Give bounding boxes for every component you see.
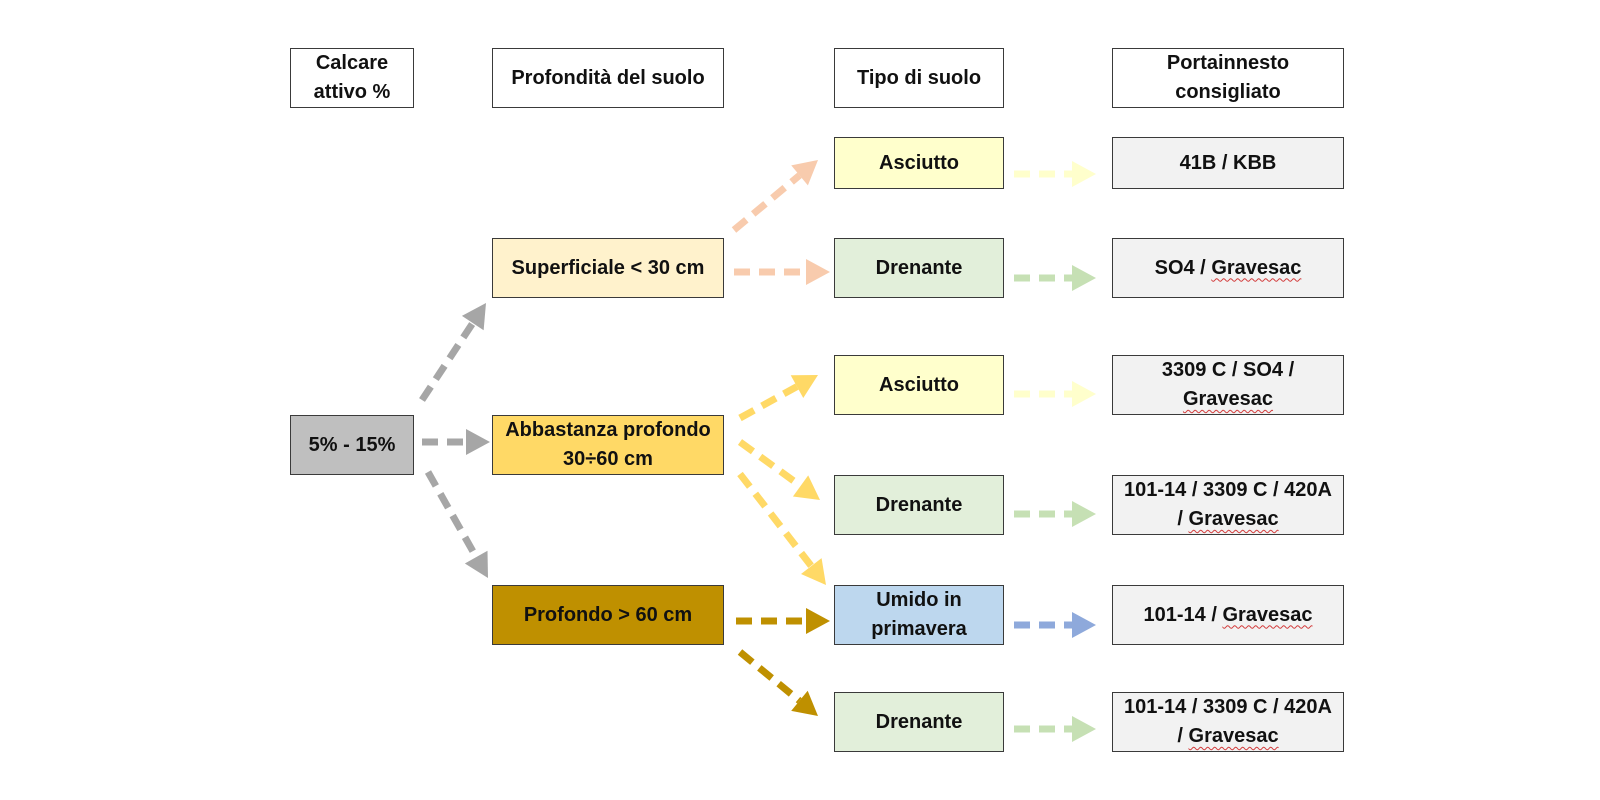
rootstock-1-text: 41B / KBB <box>1179 151 1277 174</box>
arrow-asciutto2-to-rootstock <box>1014 381 1096 407</box>
rootstock-6-text: 101-14 / 3309 C / 420A / <box>1124 696 1332 747</box>
soil-asciutto-1-text: Asciutto <box>879 151 959 174</box>
soil-asciutto-1-box: Asciutto <box>834 137 1004 189</box>
depth-superficiale-text: Superficiale < 30 cm <box>511 256 705 279</box>
rootstock-2-gravesac: Gravesac <box>1211 256 1302 279</box>
soil-drenante-3-text: Drenante <box>875 710 963 733</box>
soil-asciutto-2-box: Asciutto <box>834 355 1004 415</box>
rootstock-6-gravesac: Gravesac <box>1188 725 1279 747</box>
depth-profondo-box: Profondo > 60 cm <box>492 585 724 645</box>
arrow-calcare-to-abbastanza <box>422 429 490 455</box>
rootstock-5-box: 101-14 / Gravesac <box>1112 585 1344 645</box>
soil-drenante-2-box: Drenante <box>834 475 1004 535</box>
soil-drenante-1-text: Drenante <box>875 256 963 279</box>
arrow-calcare-to-profondo <box>424 470 488 578</box>
soil-drenante-1-box: Drenante <box>834 238 1004 298</box>
header-calcare-text: Calcare attivo % <box>313 52 391 103</box>
arrow-superficiale-to-drenante <box>734 259 830 285</box>
header-tipo-suolo: Tipo di suolo <box>834 48 1004 108</box>
header-portainnesto-text: Portainnesto consigliato <box>1166 52 1290 103</box>
soil-drenante-2-text: Drenante <box>875 493 963 516</box>
rootstock-5-text: 101-14 / <box>1143 603 1223 626</box>
rootstock-6-box: 101-14 / 3309 C / 420A / Gravesac <box>1112 692 1344 752</box>
soil-drenante-3-box: Drenante <box>834 692 1004 752</box>
arrow-drenante1-to-rootstock <box>1014 265 1096 291</box>
rootstock-4-gravesac: Gravesac <box>1188 508 1279 530</box>
calcare-range-box: 5% - 15% <box>290 415 414 475</box>
depth-abbastanza-text: Abbastanza profondo 30÷60 cm <box>505 419 711 470</box>
rootstock-3-gravesac: Gravesac <box>1182 388 1274 410</box>
rootstock-1-box: 41B / KBB <box>1112 137 1344 189</box>
depth-profondo-text: Profondo > 60 cm <box>523 603 693 626</box>
arrow-abbastanza-to-asciutto <box>738 375 818 422</box>
rootstock-5-gravesac: Gravesac <box>1222 603 1313 626</box>
depth-abbastanza-box: Abbastanza profondo 30÷60 cm <box>492 415 724 475</box>
depth-superficiale-box: Superficiale < 30 cm <box>492 238 724 298</box>
header-portainnesto: Portainnesto consigliato <box>1112 48 1344 108</box>
header-tipo-text: Tipo di suolo <box>856 66 982 89</box>
rootstock-4-box: 101-14 / 3309 C / 420A / Gravesac <box>1112 475 1344 535</box>
rootstock-4-text: 101-14 / 3309 C / 420A / <box>1124 479 1332 530</box>
arrow-profondo-to-drenante <box>737 649 818 716</box>
soil-umido-text: Umido in primavera <box>871 589 967 640</box>
arrow-abbastanza-to-drenante <box>737 439 820 500</box>
arrow-superficiale-to-asciutto <box>731 160 818 233</box>
arrow-profondo-to-umido <box>736 608 830 634</box>
soil-umido-box: Umido in primavera <box>834 585 1004 645</box>
soil-asciutto-2-text: Asciutto <box>879 373 959 396</box>
rootstock-3-text: 3309 C / SO4 / <box>1161 359 1295 381</box>
arrow-asciutto1-to-rootstock <box>1014 161 1096 187</box>
arrow-drenante3-to-rootstock <box>1014 716 1096 742</box>
header-profondita: Profondità del suolo <box>492 48 724 108</box>
header-profondita-text: Profondità del suolo <box>511 66 705 89</box>
rootstock-2-box: SO4 / Gravesac <box>1112 238 1344 298</box>
arrow-drenante2-to-rootstock <box>1014 501 1096 527</box>
rootstock-2-text: SO4 / <box>1154 256 1212 279</box>
arrow-abbastanza-to-umido <box>737 471 826 585</box>
header-calcare: Calcare attivo % <box>290 48 414 108</box>
rootstock-3-box: 3309 C / SO4 / Gravesac <box>1112 355 1344 415</box>
calcare-range-text: 5% - 15% <box>308 433 396 456</box>
arrow-calcare-to-superficiale <box>419 303 486 402</box>
arrow-umido-to-rootstock <box>1014 612 1096 638</box>
